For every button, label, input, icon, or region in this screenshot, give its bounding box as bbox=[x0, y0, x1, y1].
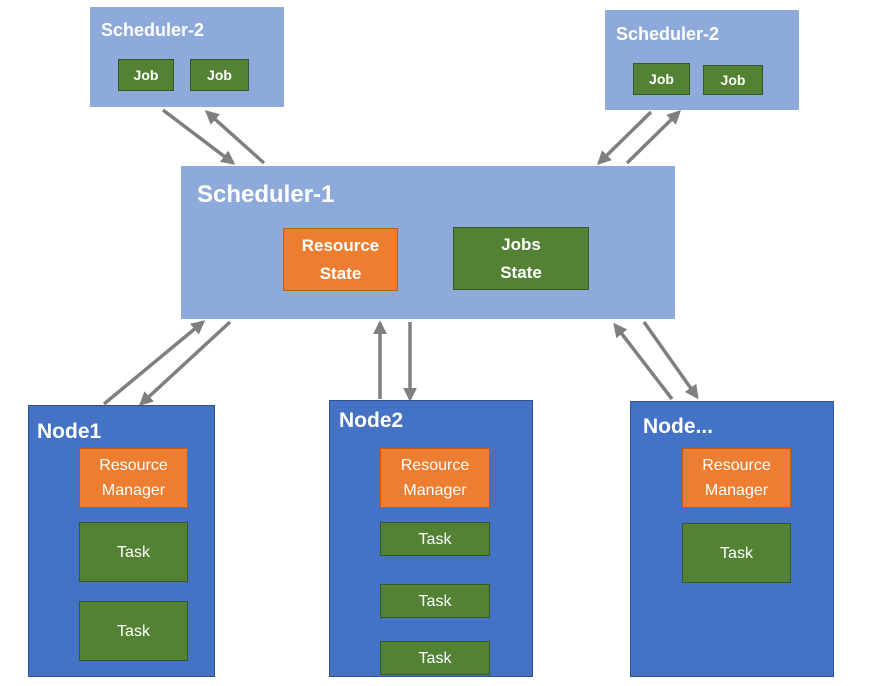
node3-rm-line1: Resource bbox=[702, 457, 771, 474]
scheduler2-right-title: Scheduler-2 bbox=[616, 24, 720, 44]
arrow-s2right-to-s1 bbox=[597, 110, 653, 165]
node2-rm-line2: Manager bbox=[403, 482, 467, 499]
scheduler2-left-title: Scheduler-2 bbox=[101, 20, 205, 40]
scheduler2-left-job-1: Job bbox=[118, 59, 174, 91]
arrow-s1-to-s2left bbox=[204, 110, 266, 165]
scheduler2-right-job-1: Job bbox=[633, 63, 690, 95]
arrow-s1-to-s2right bbox=[625, 110, 681, 165]
arrow-node1-to-s1 bbox=[102, 320, 206, 406]
jobs-state-line1: Jobs bbox=[501, 234, 541, 254]
arrow-s1-to-node1 bbox=[138, 320, 232, 406]
scheduler1-title: Scheduler-1 bbox=[197, 181, 335, 208]
node1-resource-manager: Resource Manager bbox=[79, 448, 188, 508]
node2: Node2 Resource Manager Task Task Task bbox=[329, 400, 533, 677]
resource-state-box: Resource State bbox=[283, 228, 398, 291]
scheduler2-left-job-2: Job bbox=[190, 59, 249, 91]
node3-resource-manager: Resource Manager bbox=[682, 448, 791, 508]
node2-rm-line1: Resource bbox=[400, 457, 470, 474]
scheduler2-right-job-2: Job bbox=[703, 65, 763, 95]
node3-title: Node... bbox=[643, 415, 714, 438]
arrow-node3-to-s1 bbox=[613, 322, 674, 401]
node3: Node... Resource Manager Task bbox=[630, 401, 834, 677]
scheduler2-left: Scheduler-2 Job Job bbox=[90, 7, 284, 107]
node1-title: Node1 bbox=[37, 420, 102, 443]
node3-task-1: Task bbox=[682, 523, 791, 583]
arrow-s1-to-node3 bbox=[642, 320, 699, 400]
resource-state-line2: State bbox=[319, 263, 362, 283]
node3-rm-line2: Manager bbox=[704, 482, 769, 499]
node1-task-2: Task bbox=[79, 601, 188, 661]
node1-task-1: Task bbox=[79, 522, 188, 582]
jobs-state-line2: State bbox=[500, 262, 542, 282]
resource-state-line1: Resource bbox=[301, 235, 380, 255]
node2-task-1: Task bbox=[380, 522, 490, 556]
scheduler2-right: Scheduler-2 Job Job bbox=[605, 10, 799, 110]
node1-rm-line2: Manager bbox=[101, 482, 166, 499]
node2-resource-manager: Resource Manager bbox=[380, 448, 490, 508]
node1-rm-line1: Resource bbox=[99, 457, 168, 474]
node1: Node1 Resource Manager Task Task bbox=[28, 405, 215, 677]
jobs-state-box: Jobs State bbox=[453, 227, 589, 290]
arrow-s2left-to-s1 bbox=[161, 108, 236, 165]
node2-task-3: Task bbox=[380, 641, 490, 675]
node2-task-2: Task bbox=[380, 584, 490, 618]
node2-title: Node2 bbox=[339, 409, 404, 432]
scheduler1: Scheduler-1 Resource State Jobs State bbox=[181, 166, 675, 319]
